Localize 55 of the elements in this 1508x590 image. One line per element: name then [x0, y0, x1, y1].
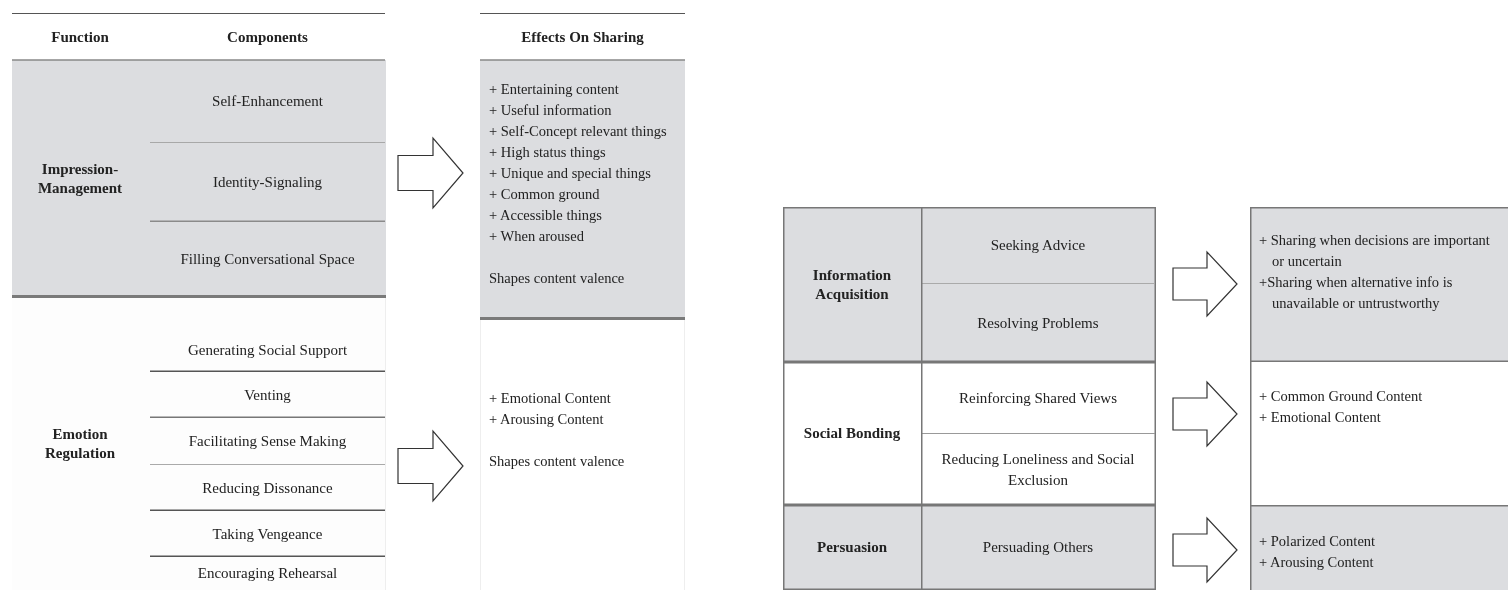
effect-text: + When aroused [489, 227, 585, 246]
component-label: Reinforcing Shared Views [959, 388, 1117, 408]
effect-text: + Entertaining content [489, 80, 620, 99]
effect-text: + Emotional Content [489, 389, 612, 408]
effects-panel [1250, 207, 1508, 362]
effects-panel [480, 320, 685, 590]
function-label: Emotion Regulation [44, 425, 116, 463]
effect-text: + Sharing when decisions are important or uncertain [1259, 231, 1491, 271]
effect-text: + High status things [489, 143, 607, 162]
column-header: Components [226, 28, 309, 47]
effect-text: + Common Ground Content [1259, 387, 1424, 406]
column-header: Function [50, 28, 110, 47]
component-label: Encouraging Rehearsal [197, 563, 338, 583]
effect-text: + Polarized Content [1259, 532, 1377, 551]
component-label: Facilitating Sense Making [188, 432, 347, 451]
function-label: Social Bonding [802, 424, 902, 443]
column-header: Effects On Sharing [520, 28, 645, 47]
function-label: Information Acquisition [811, 265, 893, 304]
function-row [12, 60, 386, 298]
component-label: Venting [244, 385, 291, 405]
effect-text: + Self-Concept relevant things [489, 122, 668, 141]
component-label: Self-Enhancement [212, 92, 323, 111]
component-cell [921, 362, 1155, 434]
block-arrow [397, 429, 464, 503]
component-label: Identity-Signaling [212, 173, 323, 192]
effect-text: Shapes content valence [489, 452, 626, 471]
effect-text: + Arousing Content [1259, 553, 1375, 572]
function-row [783, 207, 1156, 362]
effect-text: + Emotional Content [1259, 408, 1382, 427]
effects-panel [1250, 505, 1508, 590]
effects-panel [480, 60, 685, 320]
effect-text: + Accessible things [489, 206, 603, 225]
function-label: Impression-Management [36, 160, 124, 198]
component-label: Filling Conversational Space [180, 249, 355, 269]
component-label: Taking Vengeance [212, 524, 323, 544]
component-cell [921, 207, 1155, 284]
component-label: Reducing Loneliness and Social Exclusion [940, 449, 1136, 490]
component-label: Resolving Problems [977, 313, 1099, 333]
effect-text: + Common ground [489, 185, 601, 204]
function-label: Persuasion [816, 538, 888, 557]
component-label: Seeking Advice [990, 236, 1086, 255]
function-row [783, 505, 1156, 590]
component-label: Reducing Dissonance [202, 478, 333, 498]
component-label: Generating Social Support [187, 341, 348, 360]
block-arrow [397, 136, 464, 210]
block-arrow [1172, 250, 1238, 318]
component-label: Persuading Others [982, 538, 1094, 557]
block-arrow [1172, 380, 1238, 448]
effect-text: + Unique and special things [489, 164, 652, 183]
function-row [783, 362, 1156, 505]
block-arrow [1172, 516, 1238, 584]
effect-text: + Useful information [489, 101, 613, 120]
effect-text: +Sharing when alternative info is unavailable or untrustworthy [1259, 273, 1454, 313]
effect-text: Shapes content valence [489, 269, 626, 288]
effect-text: + Arousing Content [489, 410, 605, 429]
